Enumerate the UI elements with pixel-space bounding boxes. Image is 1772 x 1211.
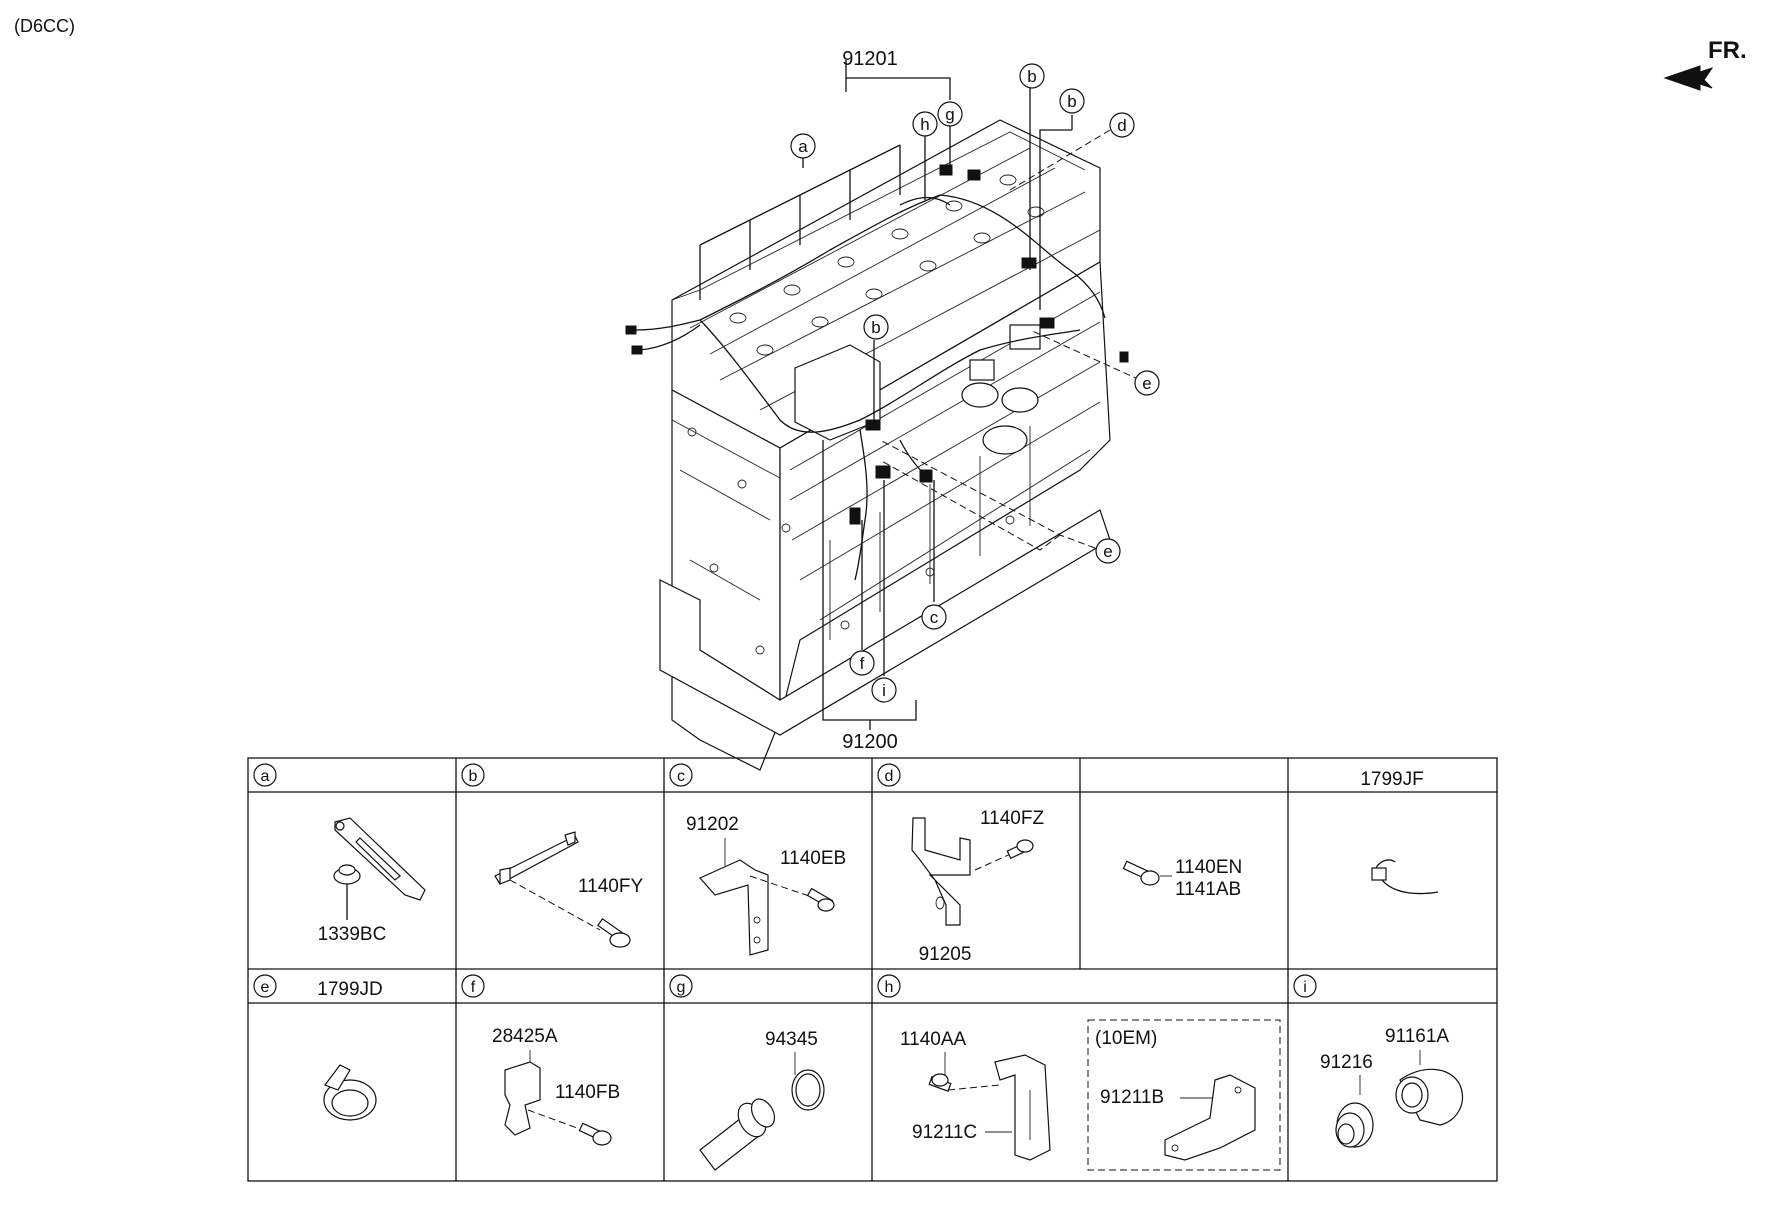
connector-nut-icon [1335,1102,1374,1148]
cable-tie-icon [1371,859,1439,895]
leader-lines [699,60,1141,730]
part-91216: 91216 [1320,1052,1373,1073]
part-91205: 91205 [919,944,972,965]
svg-text:e: e [1142,374,1151,393]
part-91202: 91202 [686,814,739,835]
part-1140FB: 1140FB [555,1082,620,1103]
bolt-5-icon [1122,860,1160,886]
harness-label-bottom: 91200 [842,731,898,753]
harness-label-top: 91201 [842,48,898,70]
bracket-d-icon [911,817,971,926]
variant-label: (10EM) [1095,1028,1157,1049]
svg-text:i: i [882,681,886,700]
elbow-cap-icon [1395,1068,1463,1126]
bolt-d-icon [1006,839,1034,860]
cell-i-header: i [1293,974,1317,998]
callout-f: f [849,650,875,676]
parts-table [247,757,1498,1182]
cell-a-header: a [253,763,277,787]
svg-text:b: b [1027,67,1036,86]
callout-b-3: b [863,314,889,340]
callout-g: g [937,101,963,127]
svg-text:b: b [871,318,880,337]
cell-g-header: g [669,974,693,998]
svg-text:h: h [885,979,894,996]
o-ring-icon [791,1069,825,1111]
cell-e-header-part: 1799JD [317,979,383,1000]
part-91161A: 91161A [1385,1026,1449,1047]
grommet-icon [699,1098,776,1171]
callout-e-2: e [1095,538,1121,564]
callout-d: d [1109,112,1135,138]
svg-text:b: b [1067,92,1076,111]
bolt-c-icon [806,887,835,912]
front-label: FR. [1708,37,1747,64]
svg-text:c: c [930,608,939,627]
cell-c-header: c [669,763,693,787]
front-arrow-icon [1663,65,1714,91]
engine-code: (D6CC) [14,16,75,36]
callout-a: a [790,133,816,159]
cell-e-header: e [253,974,277,998]
variant-box [1087,1019,1281,1171]
bolt-b-icon [597,918,631,948]
part-91211C: 91211C [912,1122,977,1143]
bolt-h-icon [928,1073,952,1092]
part-1140FY: 1140FY [578,876,643,897]
svg-text:f: f [860,654,865,673]
svg-text:g: g [677,979,686,996]
engine-block-illustration [659,119,1111,771]
callout-b-1: b [1019,63,1045,89]
bracket-h-icon [994,1054,1051,1161]
part-1141AB: 1141AB [1175,879,1241,900]
svg-text:b: b [469,768,478,785]
cell-6-header-part: 1799JF [1360,769,1423,790]
part-1140EB: 1140EB [780,848,846,869]
callout-c: c [921,604,947,630]
svg-text:c: c [677,768,685,785]
svg-text:g: g [945,105,954,124]
hose-clamp-icon [323,1064,377,1121]
callout-e-1: e [1134,370,1160,396]
bracket-c-icon [699,859,769,956]
wiring-harness [625,164,1129,581]
svg-text:h: h [920,115,929,134]
bracket-variant-icon [1164,1074,1256,1161]
svg-text:d: d [1117,116,1126,135]
part-1140EN: 1140EN [1175,857,1242,878]
svg-text:a: a [261,768,270,785]
cell-f-header: f [461,974,485,998]
nut-icon [333,864,361,920]
part-28425A: 28425A [492,1026,558,1047]
cell-h-header: h [877,974,901,998]
svg-text:f: f [471,979,476,996]
callout-b-2: b [1059,88,1085,114]
part-1339BC: 1339BC [318,924,387,945]
bolt-f-icon [578,1122,612,1146]
svg-text:a: a [798,137,808,156]
part-1140FZ: 1140FZ [980,808,1044,829]
cell-d-header: d [877,763,901,787]
callout-i: i [871,677,897,703]
clamp-strap-icon [334,817,426,901]
svg-text:e: e [1103,542,1112,561]
cell-b-header: b [461,763,485,787]
part-91211B: 91211B [1100,1087,1164,1108]
svg-text:d: d [885,768,894,785]
part-1140AA: 1140AA [900,1029,967,1050]
bracket-b-icon [494,831,579,885]
svg-text:e: e [261,979,270,996]
callout-h: h [912,111,938,137]
part-94345: 94345 [765,1029,818,1050]
svg-text:i: i [1303,979,1307,996]
bracket-f-icon [504,1061,541,1136]
